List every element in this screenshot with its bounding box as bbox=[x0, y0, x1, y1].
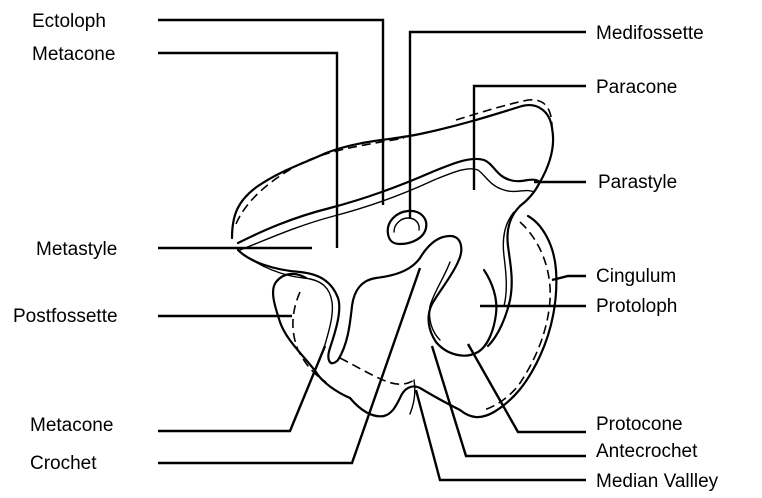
label-antecrochet: Antecrochet bbox=[596, 441, 698, 462]
medifossette-inner bbox=[394, 218, 419, 232]
tooth-illustration bbox=[232, 100, 556, 417]
median-valley-line bbox=[410, 380, 415, 414]
label-paracone: Paracone bbox=[596, 77, 677, 98]
label-cingulum: Cingulum bbox=[596, 266, 676, 287]
label-metacone-bottom: Metacone bbox=[30, 415, 113, 436]
leader-paracone bbox=[474, 86, 586, 190]
leader-lines bbox=[158, 20, 586, 480]
leader-medifossette bbox=[410, 32, 586, 218]
labels-left: Ectoloph Metacone Metastyle Postfossette… bbox=[13, 11, 118, 474]
protocone-outline bbox=[350, 386, 460, 416]
metaloph-enamel bbox=[238, 236, 461, 363]
leader-metacone-bottom bbox=[158, 346, 325, 431]
label-protoloph: Protoloph bbox=[596, 296, 677, 317]
leader-protocone bbox=[468, 344, 586, 432]
label-crochet: Crochet bbox=[30, 453, 97, 474]
label-parastyle: Parastyle bbox=[598, 172, 677, 193]
label-metastyle: Metastyle bbox=[36, 239, 117, 260]
ectoloph-enamel-inner bbox=[240, 169, 534, 250]
lingual-cingulum-dashed bbox=[484, 222, 550, 410]
leader-crochet bbox=[158, 268, 420, 463]
label-postfossette: Postfossette bbox=[13, 306, 118, 327]
label-ectoloph: Ectoloph bbox=[32, 11, 106, 32]
label-median-valley: Median Vallley bbox=[596, 471, 719, 492]
protoloph-fold bbox=[488, 206, 520, 346]
medifossette-shape bbox=[388, 211, 427, 244]
label-protocone: Protocone bbox=[596, 414, 683, 435]
median-valley-dashed bbox=[340, 358, 414, 384]
leader-metacone-top bbox=[158, 53, 337, 248]
postfossette-dashed bbox=[293, 292, 326, 382]
buccal-cingulum-dashed-2 bbox=[456, 100, 552, 128]
labels-right: Medifossette Paracone Parastyle Cingulum… bbox=[596, 23, 719, 492]
crochet-fold bbox=[429, 262, 497, 356]
label-metacone-top: Metacone bbox=[32, 44, 115, 65]
label-medifossette: Medifossette bbox=[596, 23, 704, 44]
